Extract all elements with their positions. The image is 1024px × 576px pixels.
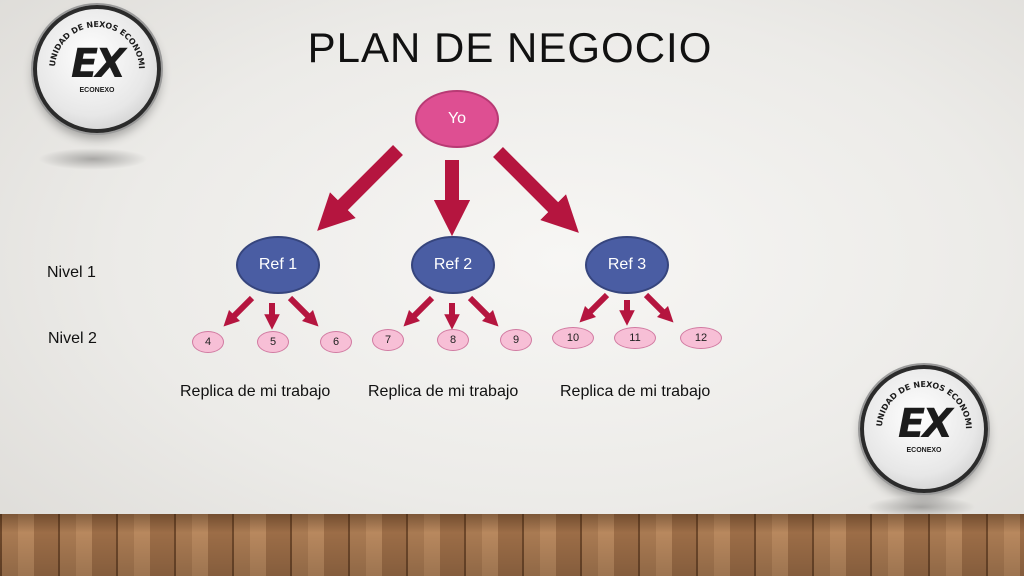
node-ref-1: Ref 1 <box>236 236 320 294</box>
arrow-ref3-12 <box>643 292 674 323</box>
logo-right-ring: COMUNIDAD DE NEXOS ECONOMICOS <box>864 369 973 429</box>
node-leaf-4: 4 <box>192 331 224 353</box>
node-ref-2-label: Ref 2 <box>433 256 473 273</box>
node-yo-label: Yo <box>447 110 467 127</box>
caption-ref-3: Replica de mi trabajo <box>560 383 711 400</box>
logo-shadow-right <box>866 496 976 518</box>
node-yo: Yo <box>415 90 499 148</box>
logo-shadow-left <box>38 148 148 170</box>
node-leaf-9: 9 <box>500 329 532 351</box>
node-leaf-12: 12 <box>680 327 722 349</box>
node-ref-3-label: Ref 3 <box>607 256 647 273</box>
caption-ref-1: Replica de mi trabajo <box>180 383 331 400</box>
logo-left-sub: ECONEXO <box>79 87 115 94</box>
arrow-ref1-4 <box>223 295 255 327</box>
page-title: PLAN DE NEGOCIO <box>307 24 713 71</box>
node-ref-3: Ref 3 <box>585 236 669 294</box>
node-leaf-6: 6 <box>320 331 352 353</box>
arrow-ref1-6 <box>287 295 319 327</box>
level-label-2: Nivel 2 <box>48 330 97 347</box>
arrow-ref3-10 <box>579 292 610 323</box>
logo-right-mark: EX <box>897 401 953 447</box>
level-label-1: Nivel 1 <box>47 264 96 281</box>
logo-right-sub: ECONEXO <box>906 447 942 454</box>
node-leaf-7: 7 <box>372 329 404 351</box>
node-leaf-5: 5 <box>257 331 289 353</box>
node-leaf-11: 11 <box>614 327 656 349</box>
logo-left-ring: COMUNIDAD DE NEXOS ECONOMICOS <box>37 9 146 69</box>
node-ref-2: Ref 2 <box>411 236 495 294</box>
logo-left-mark: EX <box>70 41 126 87</box>
node-ref-1-label: Ref 1 <box>258 256 298 273</box>
logo-left: COMUNIDAD DE NEXOS ECONOMICOS EX ECONEXO <box>33 5 161 133</box>
logo-right: COMUNIDAD DE NEXOS ECONOMICOS EX ECONEXO <box>860 365 988 493</box>
caption-ref-2: Replica de mi trabajo <box>368 383 519 400</box>
arrow-ref2-7 <box>403 295 435 327</box>
arrow-ref2-9 <box>467 295 499 327</box>
node-leaf-10: 10 <box>552 327 594 349</box>
arrow-yo-ref3 <box>493 147 579 233</box>
arrow-yo-ref1 <box>317 145 403 231</box>
wood-floor <box>0 514 1024 576</box>
node-leaf-8: 8 <box>437 329 469 351</box>
